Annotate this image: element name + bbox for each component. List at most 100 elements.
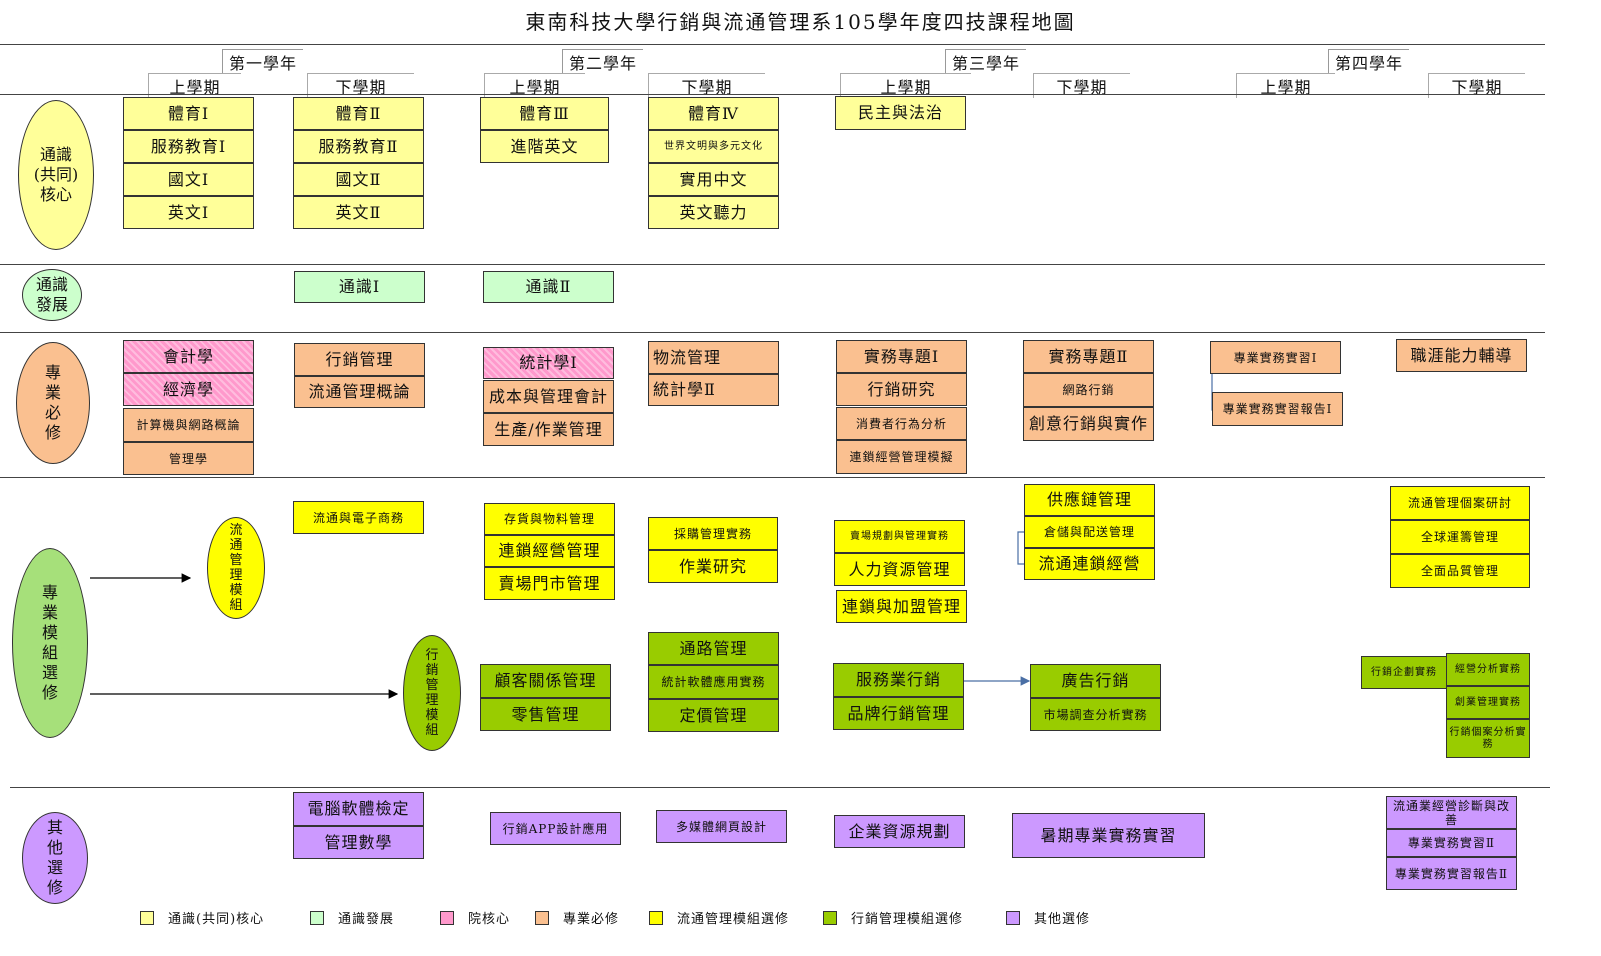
course-box: 流通與電子商務 [293,501,424,534]
course-box: 行銷企劃實務 [1361,656,1447,689]
semester-header: 上學期 [840,73,971,98]
category-other-elective: 其 他 選 修 [22,812,88,904]
legend-item: 院核心 [440,908,510,927]
legend-item: 流通管理模組選修 [649,908,789,927]
semester-header: 上學期 [1236,73,1335,98]
legend-label: 院核心 [468,912,511,927]
legend-item: 通識(共同)核心 [140,908,264,927]
legend-label: 其他選修 [1034,912,1091,927]
legend-swatch [535,910,549,925]
course-box: 供應鏈管理 [1024,484,1155,516]
row-divider [0,264,1545,265]
course-box: 專業實務實習報告Ⅱ [1386,857,1517,890]
row-divider [0,332,1545,333]
course-box: 定價管理 [648,699,779,732]
course-box: 廣告行銷 [1030,664,1161,698]
legend-swatch [1006,910,1020,925]
course-box: 作業研究 [648,550,778,583]
course-box: 英文Ⅰ [123,196,254,229]
legend-label: 流通管理模組選修 [677,912,790,927]
course-box: 會計學 [123,340,254,373]
course-box: 管理學 [123,442,254,475]
course-box: 品牌行銷管理 [833,697,964,730]
semester-header: 下學期 [1428,73,1525,98]
course-box: 管理數學 [293,826,424,859]
course-box: 倉儲與配送管理 [1024,516,1155,548]
course-box: 流通連鎖經營 [1024,548,1155,580]
legend-item: 專業必修 [535,908,619,927]
course-box: 通路管理 [648,632,779,665]
semester-header: 上學期 [484,73,585,98]
course-box: 成本與管理會計 [483,380,614,413]
year-1-header: 第一學年 [222,49,304,74]
legend-item: 其他選修 [1006,908,1090,927]
legend-swatch [823,910,837,925]
course-box: 服務業行銷 [833,663,964,697]
legend-swatch [140,910,154,925]
course-box: 進階英文 [480,130,609,163]
row-divider [10,787,1550,788]
course-box: 連鎖經營管理 [484,535,615,567]
course-box: 通識Ⅰ [294,271,425,303]
course-box: 行銷APP設計應用 [490,812,621,845]
category-module-elective: 專 業 模 組 選 修 [12,548,88,738]
course-box: 多媒體網頁設計 [656,810,787,843]
course-box: 體育Ⅰ [123,97,254,130]
course-box: 國文Ⅱ [293,163,424,196]
legend-label: 專業必修 [563,912,620,927]
course-box: 職涯能力輔導 [1396,339,1527,372]
legend-swatch [440,910,454,925]
semester-header: 下學期 [307,73,414,98]
legend-swatch [310,910,324,925]
legend-label: 通識(共同)核心 [168,912,265,927]
course-box: 物流管理 [648,341,779,374]
year-2-header: 第二學年 [562,49,644,74]
course-box: 連鎖與加盟管理 [836,590,967,623]
page-title: 東南科技大學行銷與流通管理系105學年度四技課程地圖 [525,10,1076,34]
course-box: 統計學Ⅱ [648,374,779,406]
course-box: 創業管理實務 [1446,686,1530,719]
semester-header: 下學期 [648,73,765,98]
course-box: 市場調查分析實務 [1030,698,1161,731]
legend-label: 通識發展 [338,912,395,927]
course-box: 賣場門市管理 [484,567,615,600]
legend-item: 通識發展 [310,908,394,927]
course-box: 體育Ⅲ [480,97,609,130]
semester-header: 上學期 [148,73,241,98]
row-divider [0,477,1545,478]
year-4-header: 第四學年 [1328,49,1410,74]
course-box: 全球運籌管理 [1390,520,1530,554]
course-box: 專業實務實習Ⅱ [1386,829,1517,857]
course-box: 網路行銷 [1023,373,1154,407]
course-box: 民主與法治 [835,96,966,130]
course-box: 英文Ⅱ [293,196,424,229]
course-box: 專業實務實習報告Ⅰ [1212,392,1343,426]
legend-item: 行銷管理模組選修 [823,908,963,927]
course-box: 實務專題Ⅰ [836,340,967,373]
header-rule [0,44,1545,45]
course-box: 經營分析實務 [1446,653,1530,686]
course-box: 世界文明與多元文化 [648,130,779,163]
category-general-development: 通識 發展 [22,269,82,321]
course-box: 實用中文 [648,163,779,196]
category-required: 專 業 必 修 [16,342,90,464]
row-divider [0,94,1545,95]
course-box: 採購管理實務 [648,517,778,550]
course-box: 專業實務實習Ⅰ [1210,341,1341,374]
bracket-logistics [1017,531,1025,565]
course-box: 實務專題Ⅱ [1023,340,1154,373]
course-box: 英文聽力 [648,196,779,229]
course-box: 計算機與網路概論 [123,408,254,442]
course-box: 生產/作業管理 [483,413,614,446]
marketing-module-oval: 行 銷 管 理 模 組 [403,635,461,751]
course-box: 統計學Ⅰ [483,347,614,379]
legend-label: 行銷管理模組選修 [851,912,964,927]
course-box: 顧客關係管理 [480,664,611,698]
course-box: 服務教育Ⅱ [293,130,424,163]
semester-header: 下學期 [1033,73,1130,98]
course-box: 行銷研究 [836,373,967,406]
course-box: 國文Ⅰ [123,163,254,196]
course-box: 流通業經營診斷與改善 [1386,796,1517,829]
course-box: 零售管理 [480,698,611,731]
year-3-header: 第三學年 [945,49,1027,74]
